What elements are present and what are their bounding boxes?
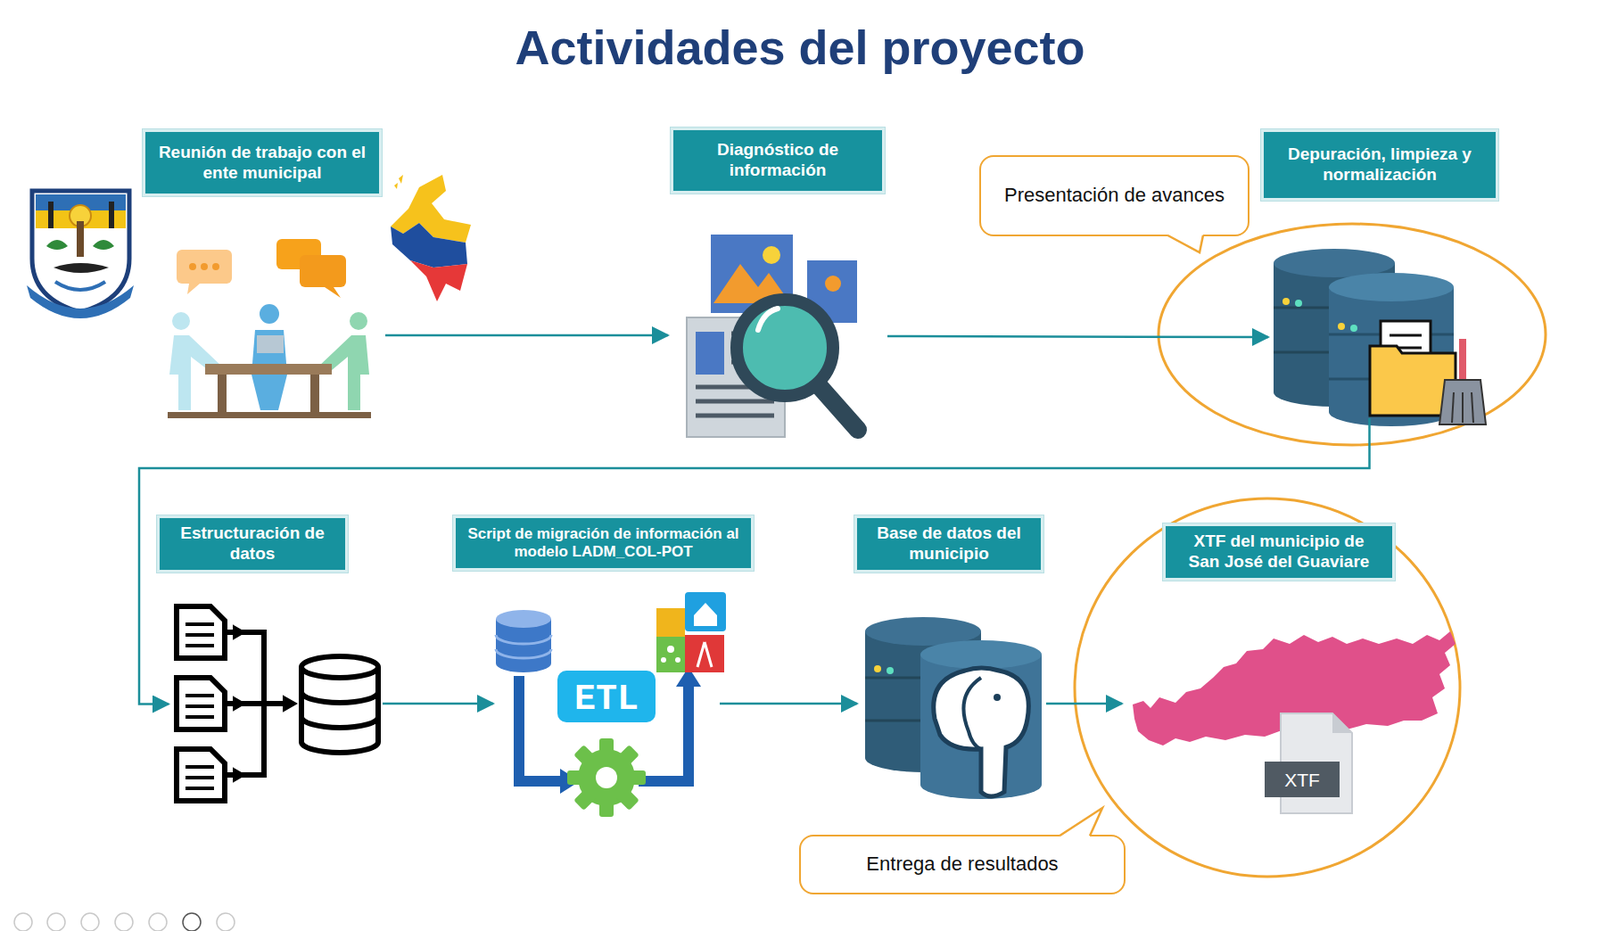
step-label: Script de migración de información al mo… <box>453 515 754 571</box>
callout-tail <box>1167 231 1204 252</box>
step-text: XTF del municipio de San José del Guavia… <box>1176 531 1382 573</box>
step-label: XTF del municipio de San José del Guavia… <box>1162 523 1395 581</box>
etl-label: ETL <box>574 679 639 720</box>
step-text: Depuración, limpieza y normalización <box>1274 144 1485 186</box>
step-label: Estructuración de datos <box>156 515 348 573</box>
step-label: Base de datos del municipio <box>854 515 1044 573</box>
step-label: Reunión de trabajo con el ente municipal <box>142 129 382 197</box>
step-label: Depuración, limpieza y normalización <box>1261 129 1499 201</box>
etl-illustration: ETL <box>495 592 726 817</box>
xtf-file-label: XTF <box>1284 769 1320 791</box>
coat-of-arms <box>26 190 134 319</box>
guaviare-map-illustration: XTF <box>1074 498 1460 877</box>
slide-toolbar <box>14 913 235 931</box>
step-text: Entrega de resultados <box>865 851 1058 878</box>
callout-tail <box>1059 808 1103 836</box>
flow-arrow <box>382 702 494 706</box>
step-text: Reunión de trabajo con el ente municipal <box>156 142 369 184</box>
structuring-illustration <box>176 606 379 801</box>
flow-arrow <box>385 334 669 338</box>
database-cleaning-illustration <box>1158 223 1546 446</box>
callout-tail <box>1059 808 1103 839</box>
meeting-illustration <box>167 239 372 419</box>
callout: Entrega de resultados <box>799 834 1126 895</box>
step-text: Base de datos del municipio <box>867 523 1031 565</box>
colombia-map <box>390 174 471 302</box>
step-text: Script de migración de información al mo… <box>466 525 741 562</box>
postgres-database-illustration <box>865 617 1042 800</box>
diagnosis-illustration <box>686 234 858 438</box>
flow-arrow <box>719 702 858 706</box>
slide-title: Actividades del proyecto <box>0 19 1600 75</box>
callout: Presentación de avances <box>979 155 1250 237</box>
flow-arrow <box>887 336 1269 338</box>
step-text: Estructuración de datos <box>170 523 335 565</box>
callout-tail <box>1167 234 1204 252</box>
step-text: Diagnóstico de información <box>684 140 872 182</box>
flow-arrow <box>1046 702 1122 706</box>
step-label: Diagnóstico de información <box>670 127 885 194</box>
step-text: Presentación de avances <box>1004 182 1225 209</box>
